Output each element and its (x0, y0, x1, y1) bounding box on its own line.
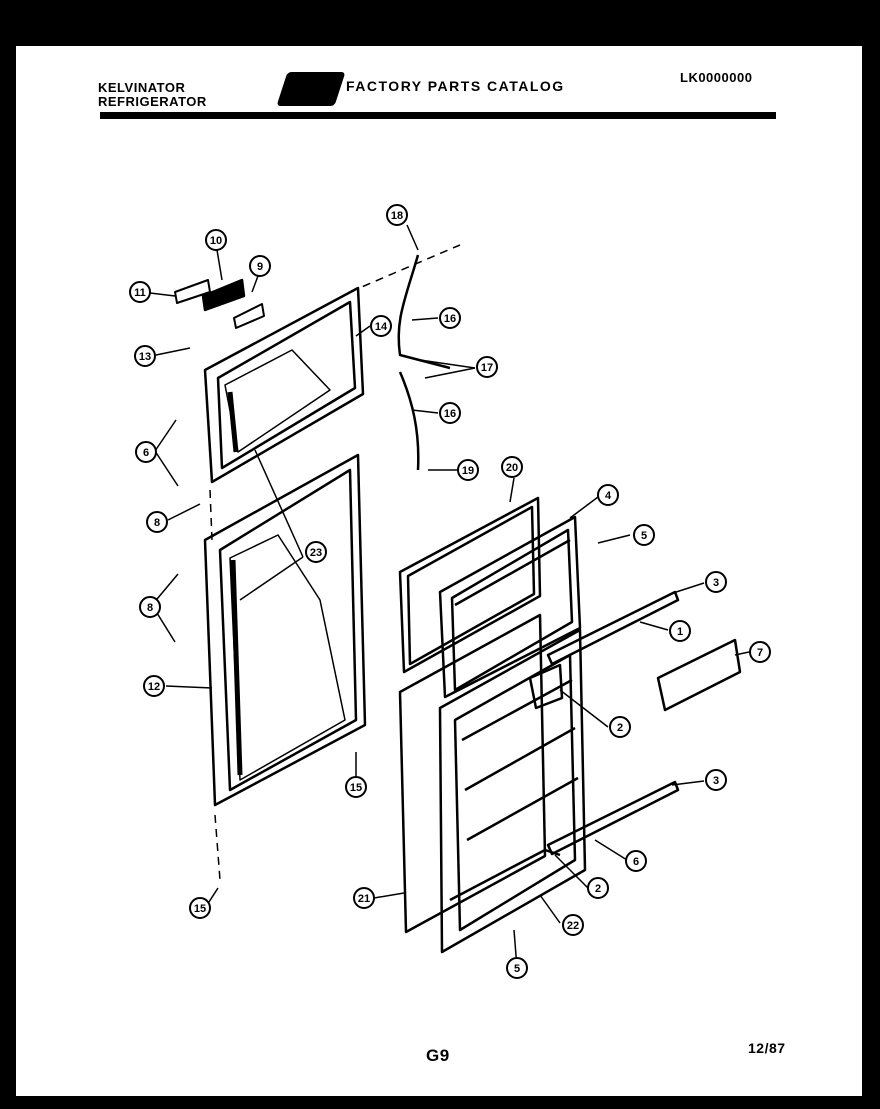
callout-22: 22 (562, 914, 584, 936)
svg-text:9: 9 (257, 261, 263, 273)
svg-text:21: 21 (358, 893, 370, 905)
freezer-door (203, 286, 365, 484)
svg-text:6: 6 (633, 856, 639, 868)
freezer-liner (398, 496, 582, 699)
fresh-food-liner (398, 613, 587, 954)
svg-text:16: 16 (444, 408, 456, 420)
callout-5: 5 (633, 524, 655, 546)
callout-2: 2 (587, 877, 609, 899)
svg-text:8: 8 (154, 517, 160, 529)
callout-15: 15 (345, 776, 367, 798)
svg-text:7: 7 (757, 647, 763, 659)
svg-text:2: 2 (595, 883, 601, 895)
callout-15: 15 (189, 897, 211, 919)
svg-text:17: 17 (481, 362, 493, 374)
svg-text:2: 2 (617, 722, 623, 734)
svg-text:14: 14 (375, 321, 388, 333)
dairy-door (656, 638, 742, 712)
parts-drawing (149, 224, 750, 969)
svg-text:11: 11 (134, 287, 146, 299)
revision-date: 12/87 (748, 1040, 786, 1056)
callout-4: 4 (597, 484, 619, 506)
brand-line-1: KELVINATOR (98, 80, 186, 95)
model-number: LK0000000 (680, 70, 753, 85)
callout-13: 13 (134, 345, 156, 367)
svg-text:20: 20 (506, 462, 518, 474)
svg-text:22: 22 (567, 920, 579, 932)
svg-text:1: 1 (677, 626, 683, 638)
callout-6: 6 (135, 441, 157, 463)
svg-text:6: 6 (143, 447, 149, 459)
svg-text:3: 3 (713, 775, 719, 787)
callout-10: 10 (205, 229, 227, 251)
callout-8: 8 (146, 511, 168, 533)
svg-text:16: 16 (444, 313, 456, 325)
callout-16: 16 (439, 307, 461, 329)
wire-upper (397, 254, 451, 370)
wire-lower (398, 371, 420, 471)
fresh-food-door (203, 453, 367, 807)
callout-5: 5 (506, 957, 528, 979)
svg-text:12: 12 (148, 681, 160, 693)
callout-21: 21 (353, 887, 375, 909)
callout-11: 11 (129, 281, 151, 303)
shelf-bars (528, 590, 680, 856)
callout-16: 16 (439, 402, 461, 424)
header-rule (100, 112, 776, 119)
svg-text:5: 5 (514, 963, 520, 975)
callout-3: 3 (705, 769, 727, 791)
callout-18: 18 (386, 204, 408, 226)
svg-text:3: 3 (713, 577, 719, 589)
svg-text:13: 13 (139, 351, 151, 363)
svg-text:5: 5 (641, 530, 647, 542)
catalog-title: FACTORY PARTS CATALOG (346, 78, 565, 94)
callout-8: 8 (139, 596, 161, 618)
svg-text:18: 18 (391, 210, 403, 222)
svg-text:4: 4 (605, 490, 612, 502)
callout-19: 19 (457, 459, 479, 481)
svg-text:23: 23 (310, 547, 322, 559)
callout-1: 1 (669, 620, 691, 642)
svg-text:10: 10 (210, 235, 222, 247)
page-code: G9 (426, 1046, 450, 1065)
svg-text:8: 8 (147, 602, 153, 614)
callout-2: 2 (609, 716, 631, 738)
svg-text:19: 19 (462, 465, 474, 477)
callouts: 1 2 2 3 3 4 5 5 6 6 7 8 8 9 10 11 12 13 … (129, 204, 771, 979)
callout-7: 7 (749, 641, 771, 663)
callout-6: 6 (625, 850, 647, 872)
callout-3: 3 (705, 571, 727, 593)
callout-23: 23 (305, 541, 327, 563)
diagram-sheet (16, 46, 862, 1096)
svg-text:15: 15 (350, 782, 362, 794)
svg-text:15: 15 (194, 903, 206, 915)
leader-lines (149, 224, 750, 969)
callout-12: 12 (143, 675, 165, 697)
callout-14: 14 (370, 315, 392, 337)
callout-9: 9 (249, 255, 271, 277)
callout-20: 20 (501, 456, 523, 478)
callout-17: 17 (476, 356, 498, 378)
brand-line-2: REFRIGERATOR (98, 94, 207, 109)
